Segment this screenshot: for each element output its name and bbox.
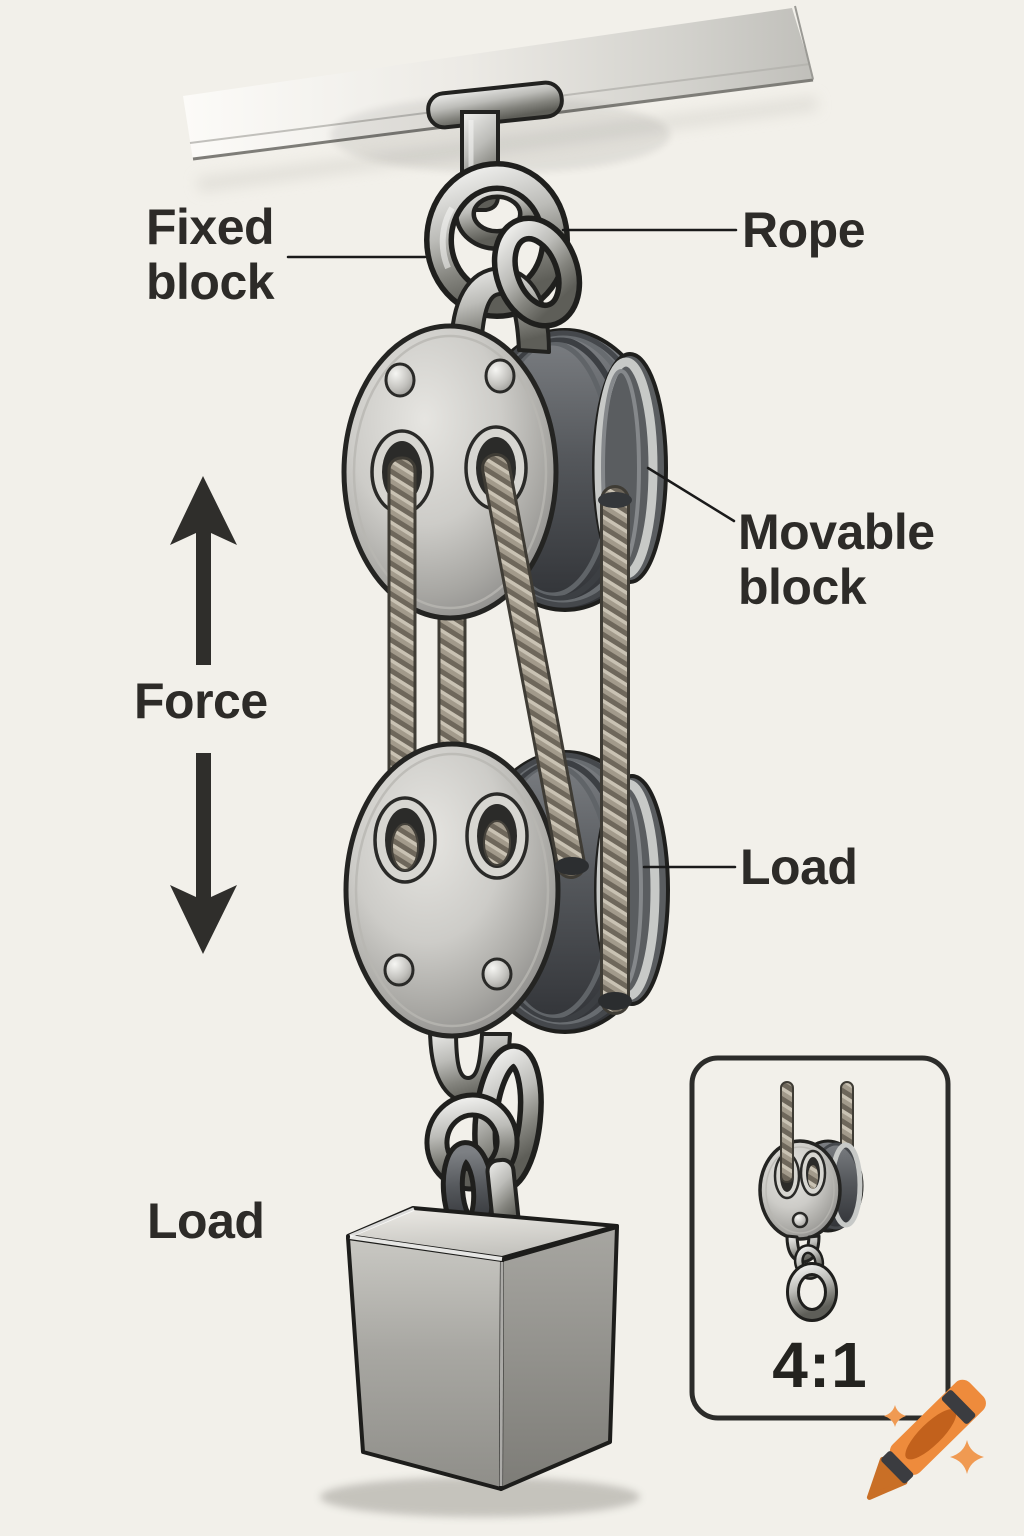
- ratio-inset: [689, 1055, 951, 1421]
- movable-block-leader: [646, 466, 736, 523]
- load-cube: [320, 1206, 640, 1517]
- sparkle-icon: [950, 1440, 984, 1474]
- chain-link: [491, 215, 583, 329]
- down-arrow-icon: [170, 753, 237, 954]
- up-arrow-icon: [170, 476, 237, 665]
- rope-strand-right: [598, 485, 632, 1015]
- force-label: Force: [134, 673, 268, 729]
- rope-label: Rope: [742, 202, 866, 258]
- movable-block-label: Movable block: [738, 504, 935, 615]
- crayon-icon: [866, 1379, 986, 1500]
- fixed-block-label: Fixed block: [146, 199, 275, 310]
- leader-lines: [286, 228, 738, 869]
- mechanical-advantage-label: 4:1: [772, 1329, 868, 1401]
- sparkle-icon: [884, 1405, 906, 1427]
- load-pulley-label: Load: [740, 839, 858, 895]
- rope-strand-diagonal: [481, 453, 589, 879]
- load-weight-label: Load: [147, 1193, 265, 1249]
- force-arrows: [170, 476, 237, 954]
- watermark: [866, 1379, 986, 1500]
- lower-pulley-block: [343, 741, 670, 1106]
